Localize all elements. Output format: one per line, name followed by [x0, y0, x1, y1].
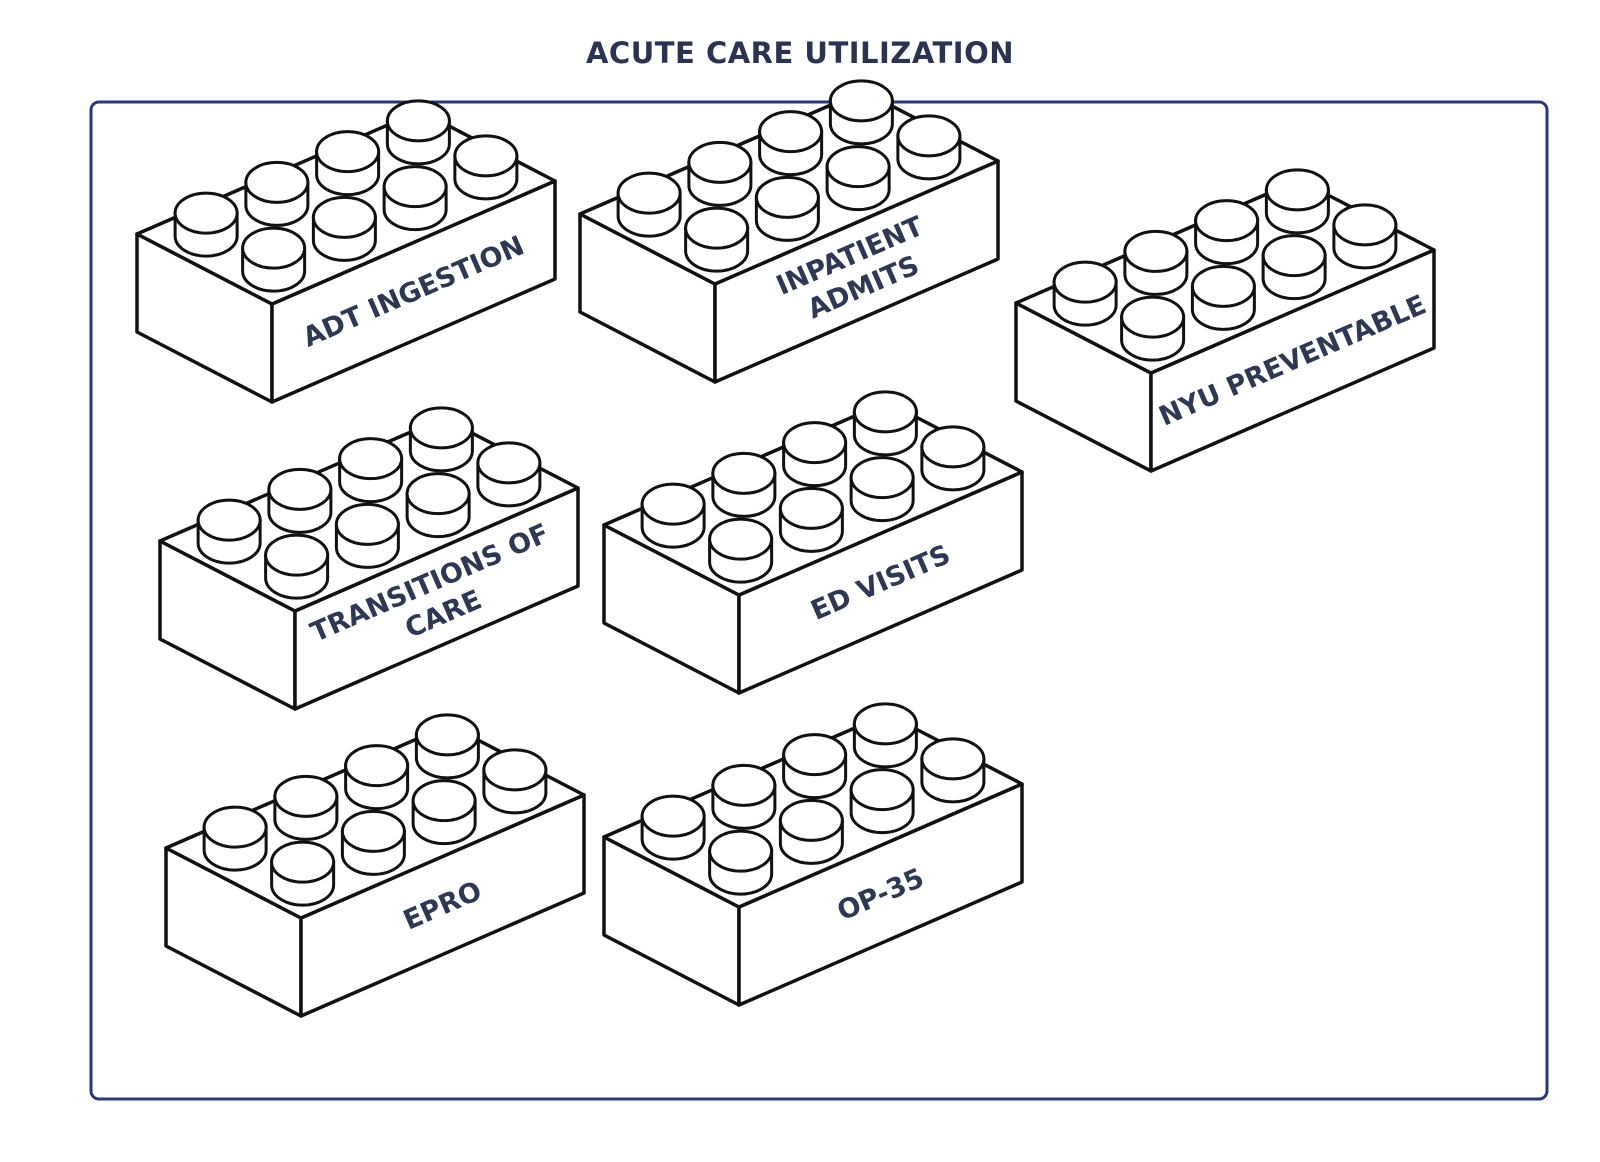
brick-stud	[334, 502, 400, 569]
brick-stud	[616, 171, 682, 238]
brick-stud	[758, 110, 824, 177]
nyu-preventable-brick: NYU PREVENTABLE	[1014, 168, 1436, 473]
brick-stud	[273, 774, 339, 841]
brick-stud	[202, 805, 268, 872]
brick-stud	[1190, 264, 1256, 331]
brick-stud	[270, 840, 336, 907]
brick-stud	[267, 467, 333, 534]
brick-stud	[1194, 199, 1260, 266]
brick-stud	[405, 472, 471, 539]
brick-stud	[241, 226, 307, 293]
brick-stud	[173, 191, 239, 258]
brick-stud	[338, 437, 404, 504]
diagram-frame	[89, 100, 1549, 1101]
brick-stud	[264, 533, 330, 600]
brick-stud	[640, 794, 706, 861]
ed-visits-brick: ED VISITS	[602, 390, 1024, 695]
brick-stud	[849, 456, 915, 523]
brick-stud	[1123, 229, 1189, 296]
brick-stud	[920, 425, 986, 492]
brick-stud	[828, 79, 894, 146]
brick-stud	[408, 406, 474, 473]
brick-stud	[825, 145, 891, 212]
brick-stud	[684, 206, 750, 273]
brick-stud	[382, 165, 448, 232]
brick-stud	[896, 114, 962, 181]
brick-stud	[1120, 295, 1186, 362]
brick-stud	[708, 517, 774, 584]
brick-stud	[711, 763, 777, 830]
brick-stud	[196, 498, 262, 565]
brick-stud	[411, 779, 477, 846]
brick-stud	[385, 99, 451, 166]
brick-stud	[778, 486, 844, 553]
brick-stud	[640, 482, 706, 549]
brick-stud	[414, 713, 480, 780]
brick-stud	[1332, 203, 1398, 270]
brick-stud	[687, 140, 753, 207]
page-title: ACUTE CARE UTILIZATION	[585, 36, 1015, 70]
brick-stud	[852, 390, 918, 457]
brick-stud	[1264, 168, 1330, 235]
brick-stud	[1052, 260, 1118, 327]
brick-stud	[340, 809, 406, 876]
brick-stud	[708, 829, 774, 896]
brick-stud	[778, 798, 844, 865]
brick-stud	[1261, 234, 1327, 301]
brick-stud	[244, 160, 310, 227]
brick-stud	[711, 451, 777, 518]
brick-stud	[754, 175, 820, 242]
brick-stud	[920, 737, 986, 804]
adt-ingestion-brick: ADT INGESTION	[135, 99, 557, 404]
epro-brick: EPRO	[164, 713, 586, 1018]
brick-stud	[782, 733, 848, 800]
brick-stud	[476, 441, 542, 508]
brick-stud	[344, 744, 410, 811]
brick-stud	[782, 421, 848, 488]
brick-stud	[849, 768, 915, 835]
brick-stud	[482, 748, 548, 815]
brick-stud	[852, 702, 918, 769]
brick-stud	[453, 134, 519, 201]
brick-stud	[311, 195, 377, 262]
op-35-brick: OP-35	[602, 702, 1024, 1007]
brick-stud	[315, 130, 381, 197]
